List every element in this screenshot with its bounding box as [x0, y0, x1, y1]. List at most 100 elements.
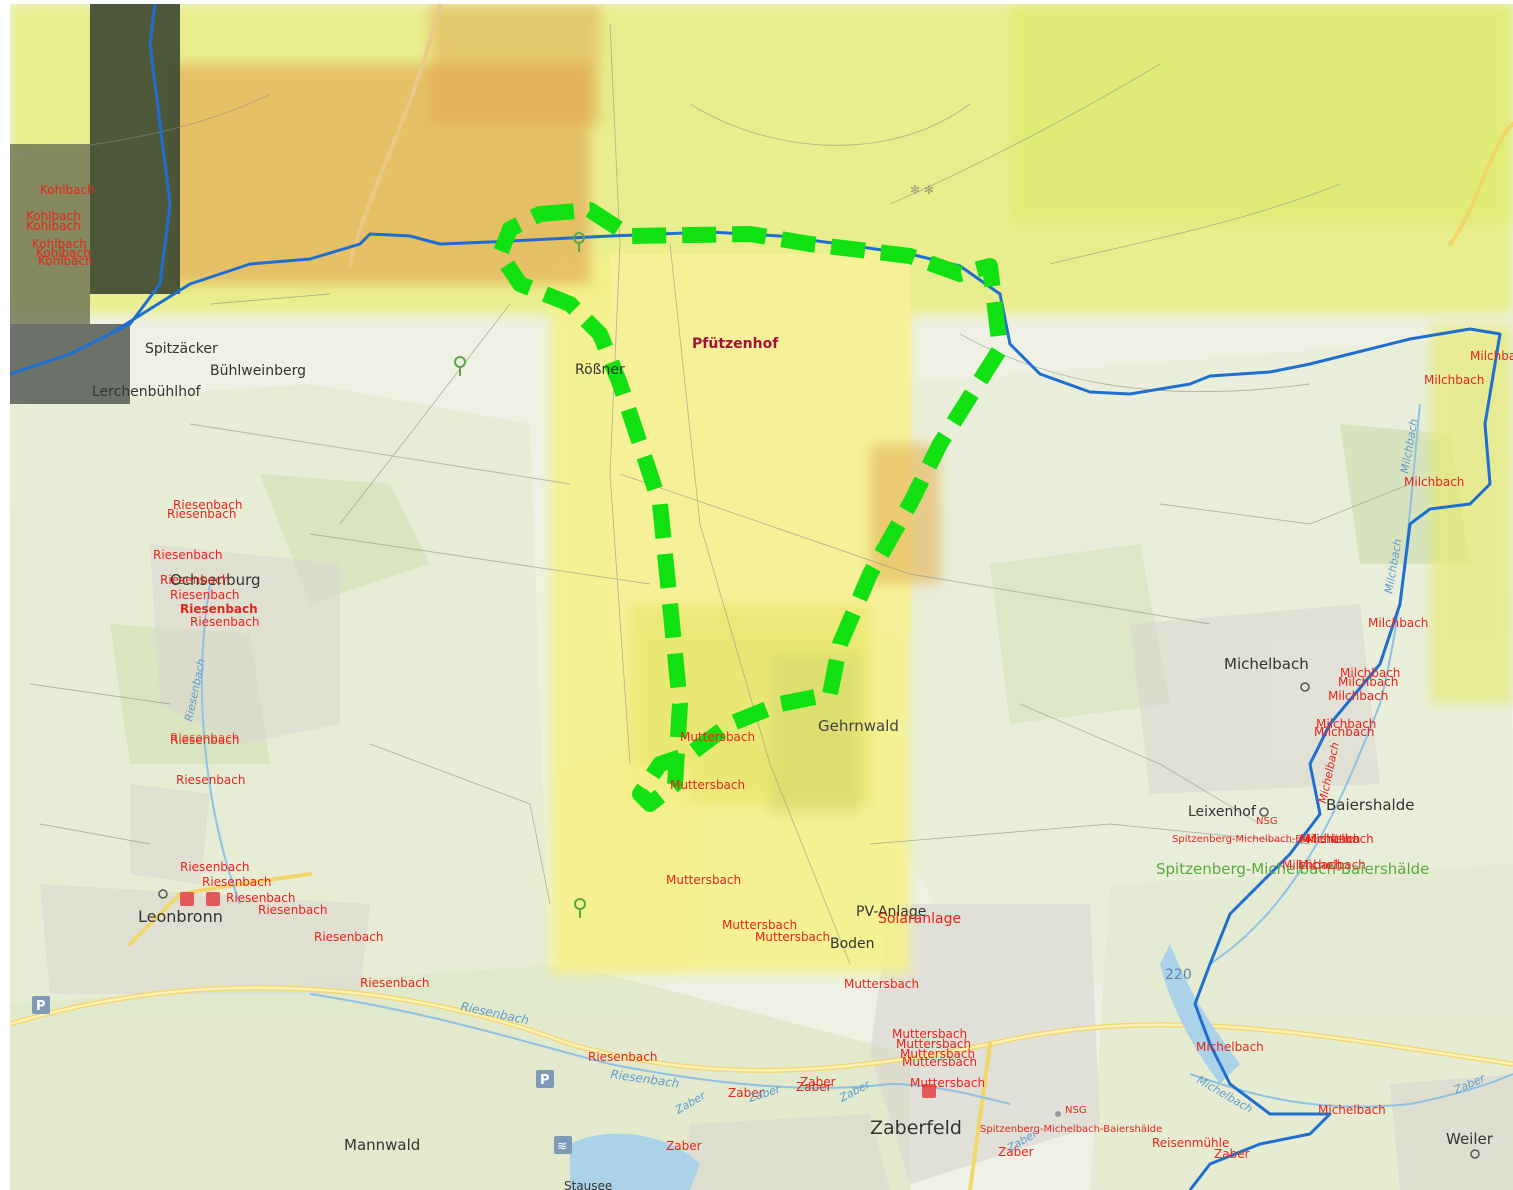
monument-icon: ✻ ✻	[910, 183, 934, 197]
map-canvas[interactable]: ✻ ✻ P P ≋ Spitzäcker Bühlweinberg Lerche…	[10, 4, 1513, 1190]
stream-label: Spitzenberg-Michelbach-Baiershälde	[980, 1124, 1162, 1135]
dashed-route	[492, 202, 1008, 812]
stream-label: Milchbach	[1282, 858, 1342, 872]
stream-label: Muttersbach	[910, 1076, 985, 1090]
place-label: Bühlweinberg	[210, 363, 306, 379]
info-icon	[180, 892, 936, 1098]
stream-label: Riesenbach	[173, 498, 242, 512]
svg-text:≋: ≋	[557, 1139, 567, 1153]
stream-label: Riesenbach	[170, 588, 239, 602]
stream-label: Kohlbach	[36, 246, 91, 260]
place-label: Rößner	[575, 362, 625, 378]
stream-label: Michelbach	[1318, 1103, 1386, 1117]
lake	[570, 1133, 700, 1190]
stream-label: Riesenbach	[176, 773, 245, 787]
stream-label: Kohlbach	[32, 237, 87, 251]
stream-label: Zaber	[728, 1086, 764, 1100]
parking-icon: P	[536, 1070, 554, 1088]
place-label: Stausee	[564, 1179, 612, 1190]
place-label: Boden	[830, 936, 875, 952]
stream-label: NSG	[1256, 816, 1278, 827]
nsg-label: Spitzenberg-Michelbach-Baiershälde	[1156, 860, 1429, 878]
stream-label: Solaranlage	[878, 911, 961, 927]
stream-label: Riesenbach	[360, 976, 429, 990]
place-label: Leonbronn	[138, 907, 223, 926]
boundary-line	[10, 4, 1502, 1190]
stream-label: Riesenbach	[202, 875, 271, 889]
pin-icon	[573, 232, 585, 252]
stream-label: Muttersbach	[666, 873, 741, 887]
svg-text:✻ ✻: ✻ ✻	[910, 183, 934, 197]
stream-label: Milchbach	[1314, 725, 1374, 739]
stream-label: Riesenbach	[153, 548, 222, 562]
waterways	[200, 403, 1513, 1108]
stream-label: Milchbach	[1424, 373, 1484, 387]
stream-label: Muttersbach	[902, 1055, 977, 1069]
place-dot-icon	[158, 682, 1480, 1159]
stream-label: Riesenbach	[588, 1050, 657, 1064]
stream-label: Milchbach	[1328, 689, 1388, 703]
stream-label: Riesenbach	[314, 930, 383, 944]
stream-label: Michelbach	[1196, 1040, 1264, 1054]
map-view[interactable]: ✻ ✻ P P ≋ Spitzäcker Bühlweinberg Lerche…	[10, 4, 1513, 1190]
stream-label: Milchbach	[1470, 349, 1513, 363]
place-label: Mannwald	[344, 1136, 420, 1154]
svg-text:P: P	[36, 999, 46, 1014]
stream-label: Riesenbach	[180, 602, 258, 616]
place-label: Ochsenburg	[170, 571, 261, 589]
stream-label: Muttersbach	[892, 1027, 967, 1041]
stream-label: Reisenmühle	[1152, 1136, 1229, 1150]
stream-label: Zaber	[796, 1080, 832, 1094]
place-label: PV-Anlage	[856, 904, 926, 920]
stream-label: Zaber	[800, 1075, 836, 1089]
stream-label: Muttersbach	[722, 918, 797, 932]
stream-label: Riesenbach	[190, 615, 259, 629]
stream-label: Milchbach	[1300, 832, 1360, 846]
roads	[10, 4, 1513, 1190]
radio-tower-icon	[1055, 1111, 1061, 1117]
place-label: Baiershalde	[1326, 796, 1414, 814]
stream-label: Riesenbach	[170, 733, 239, 747]
stream-label: Milchbach	[1340, 666, 1400, 680]
place-label: Lerchenbühlhof	[92, 384, 202, 400]
place-label: Gehrnwald	[818, 717, 899, 735]
dam-icon: ≋	[554, 1136, 572, 1154]
highlight-label: Pfützenhof	[692, 336, 779, 352]
stream-label: Kohlbach	[40, 183, 95, 197]
stream-label: Milchbach	[1316, 717, 1376, 731]
svg-text:P: P	[540, 1073, 550, 1088]
stream-label: NSG	[1065, 1105, 1087, 1116]
stream-label: Kohlbach	[38, 254, 93, 268]
stream-label: Milchbach	[1338, 675, 1398, 689]
stream-label: Zaber	[666, 1139, 702, 1153]
pin-icon	[454, 356, 466, 376]
stream-label: Riesenbach	[167, 507, 236, 521]
pin-icon	[574, 898, 586, 918]
stream-label: Muttersbach	[900, 1047, 975, 1061]
route-number: 220	[1165, 967, 1192, 983]
stream-label: Riesenbach	[180, 860, 249, 874]
place-label: Zaberfeld	[870, 1117, 962, 1139]
place-label: Leixenhof	[1188, 804, 1257, 820]
place-label: Michelbach	[1224, 655, 1309, 673]
stream-label: Kohlbach	[26, 219, 81, 233]
stream-label: Michelbach	[1306, 832, 1374, 846]
stream-label: Muttersbach	[896, 1037, 971, 1051]
stream-label: Zaber	[998, 1145, 1034, 1159]
place-label: Spitzäcker	[145, 341, 218, 357]
place-label: Weiler	[1446, 1130, 1494, 1148]
stream-label: Muttersbach	[680, 730, 755, 744]
stream-label: Zaber	[1214, 1147, 1250, 1161]
stream-label: Riesenbach	[258, 903, 327, 917]
stream-label: Milchbach	[1368, 616, 1428, 630]
stream-label: Riesenbach	[226, 891, 295, 905]
stream-label: Riesenbach	[170, 731, 239, 745]
stream-label: Muttersbach	[755, 930, 830, 944]
stream-label: Milchbach	[1404, 475, 1464, 489]
stream-label: Michelbach	[1298, 858, 1366, 872]
stream-label: Riesenbach	[160, 573, 229, 587]
parking-icon: P	[32, 996, 50, 1014]
stream-label: Spitzenberg-Michelbach-Baiershälde	[1172, 834, 1354, 845]
stream-label: Kohlbach	[26, 209, 81, 223]
stream-label: Muttersbach	[670, 778, 745, 792]
